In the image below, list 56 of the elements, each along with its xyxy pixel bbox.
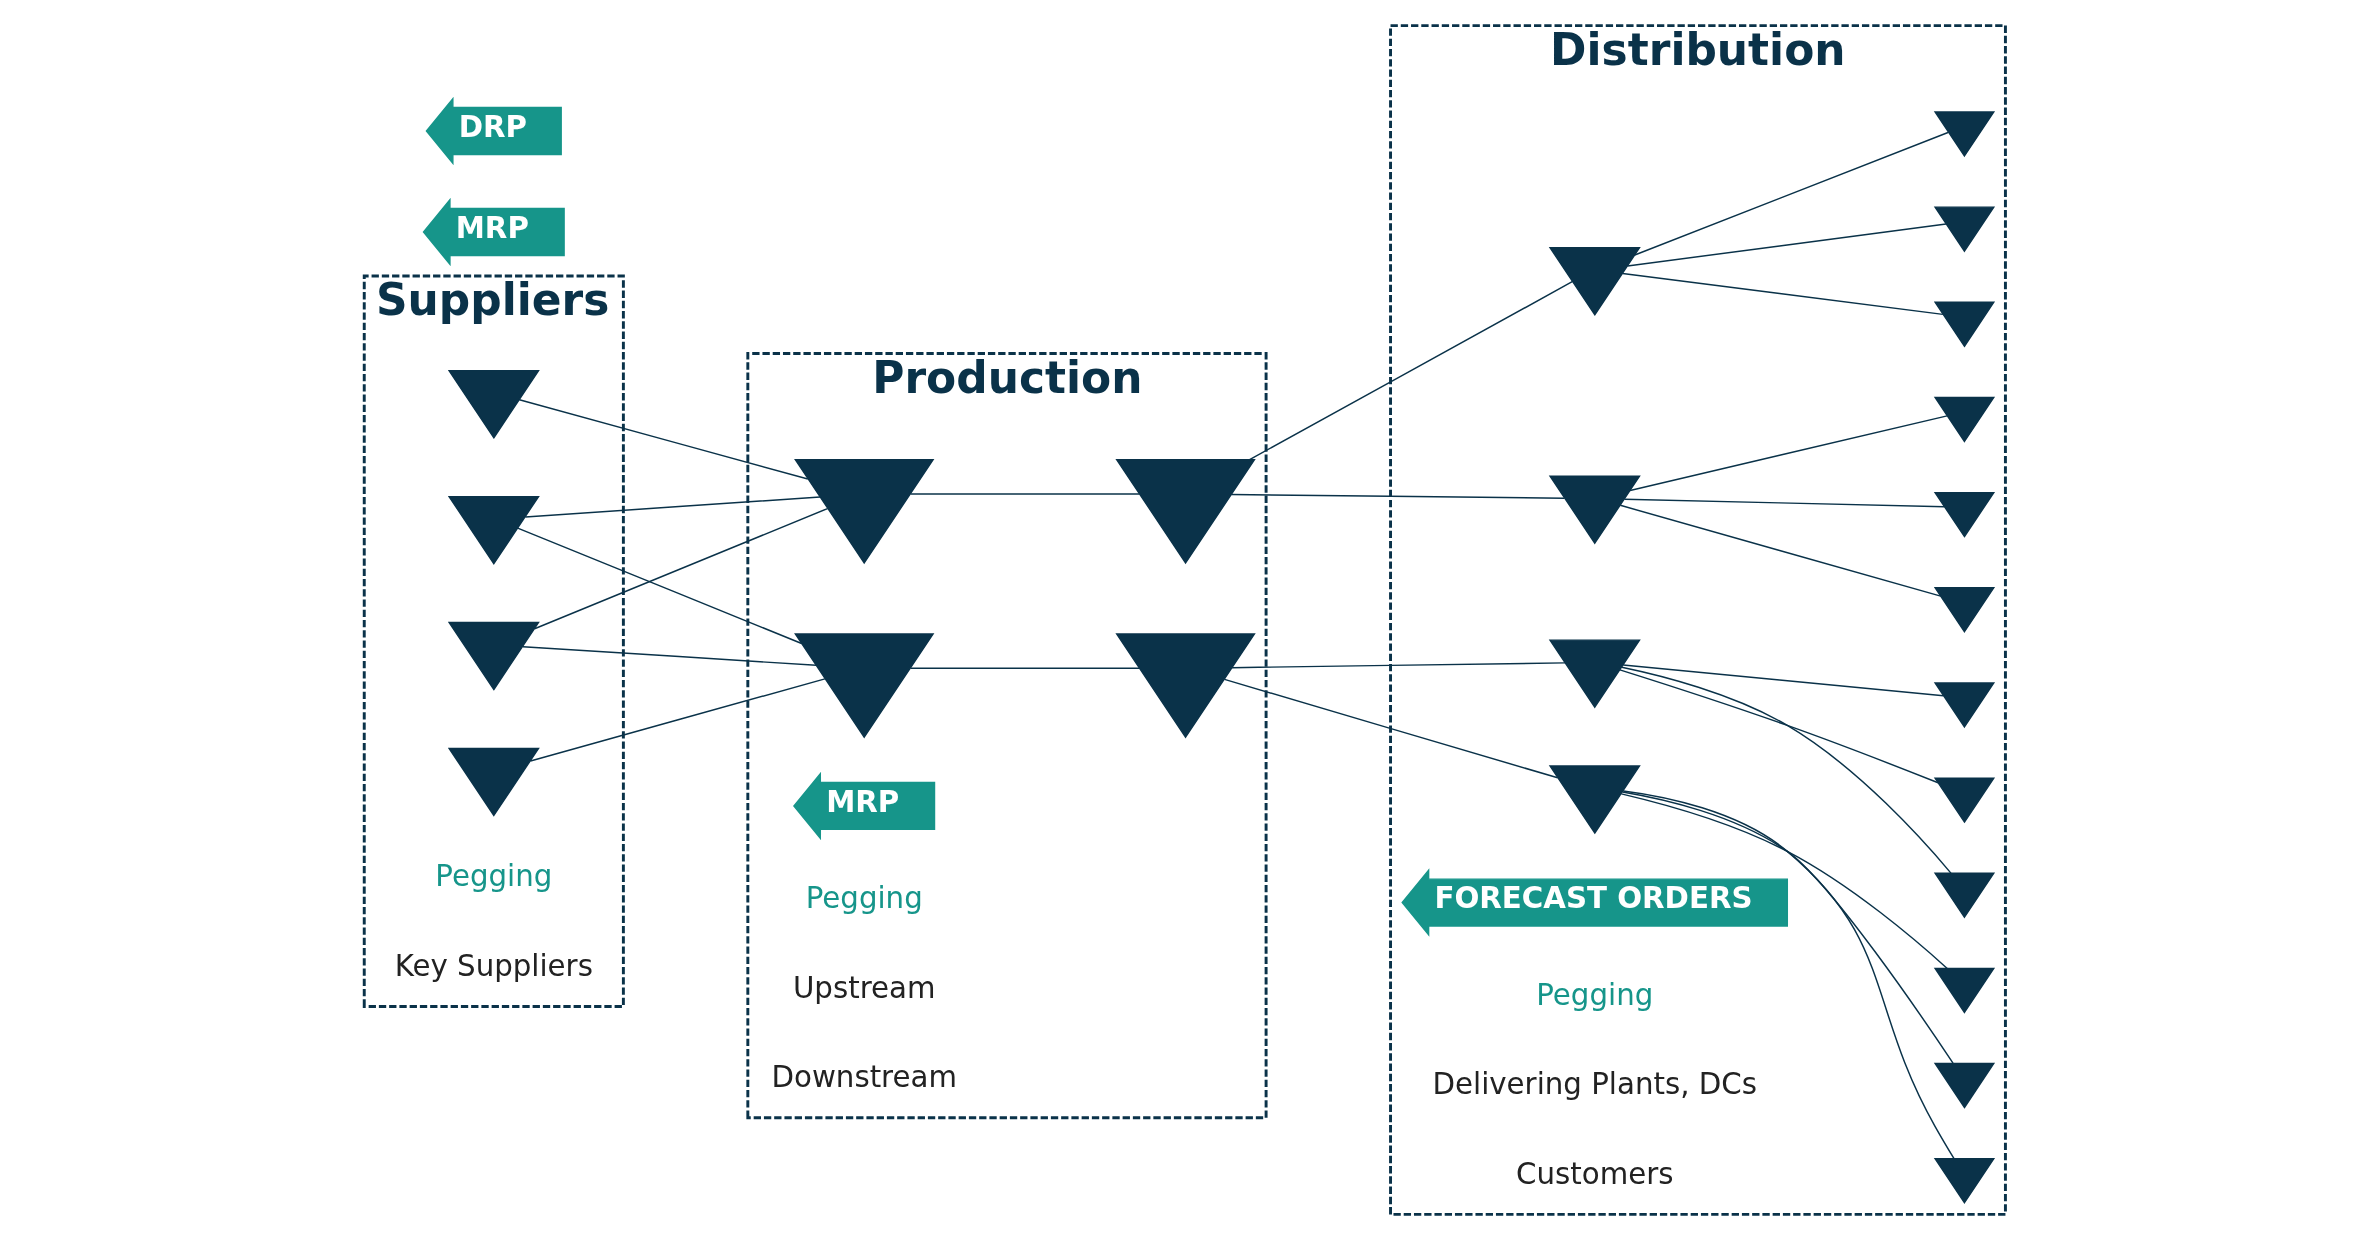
- connector: [1629, 415, 1948, 492]
- connector: [1623, 498, 1946, 508]
- connector: [1619, 669, 1939, 784]
- node-triangle: [1933, 111, 1996, 158]
- connector: [522, 645, 817, 667]
- label: Upstream: [792, 970, 936, 1005]
- connector: [1619, 504, 1942, 597]
- connector: [518, 398, 809, 480]
- connector: [1248, 281, 1573, 461]
- label: Downstream: [771, 1060, 957, 1095]
- label: Delivering Plants, DCs: [1432, 1067, 1758, 1102]
- connector: [529, 678, 826, 762]
- connector: [1622, 664, 1945, 697]
- node-triangle: [447, 495, 540, 565]
- connector: [1621, 272, 1944, 316]
- connector: [1223, 678, 1559, 779]
- node-triangle: [1933, 1158, 1996, 1204]
- label: Key Suppliers: [394, 948, 593, 983]
- label: Pegging: [435, 859, 553, 894]
- label: Customers: [1516, 1156, 1674, 1191]
- label: Pegging: [1536, 978, 1654, 1013]
- node-triangle: [1548, 765, 1641, 835]
- node-triangle: [1548, 247, 1641, 317]
- connector: [1626, 223, 1947, 267]
- node-triangle: [1933, 967, 1996, 1014]
- connector: [1621, 666, 1952, 874]
- node-triangle: [794, 458, 935, 565]
- node-triangle: [1933, 587, 1996, 634]
- connector: [909, 493, 1141, 495]
- connector: [1230, 493, 1566, 499]
- node-triangle: [1548, 639, 1641, 709]
- node-triangle: [794, 633, 935, 739]
- node-triangle: [1933, 206, 1996, 253]
- node-triangle: [1115, 458, 1256, 565]
- connector: [1621, 791, 1954, 1064]
- connector: [1622, 790, 1955, 1160]
- connector: [517, 527, 803, 645]
- node-triangle: [1933, 491, 1996, 538]
- connector: [1231, 662, 1566, 669]
- node-triangle: [447, 621, 540, 691]
- connector: [1634, 131, 1949, 256]
- connector: [524, 496, 821, 518]
- node-triangle: [1933, 682, 1996, 729]
- node-triangle: [1933, 396, 1996, 443]
- node-triangle: [1933, 1062, 1996, 1109]
- node-triangle: [1933, 301, 1996, 348]
- node-triangle: [1933, 872, 1996, 919]
- connector: [909, 667, 1141, 670]
- node-triangle: [447, 747, 540, 817]
- connector: [1620, 793, 1948, 970]
- node-triangle: [1548, 475, 1641, 545]
- node-triangle: [447, 370, 540, 440]
- connector: [533, 507, 829, 630]
- label: Pegging: [805, 881, 923, 916]
- node-triangle: [1115, 633, 1256, 739]
- node-triangle: [1933, 777, 1996, 824]
